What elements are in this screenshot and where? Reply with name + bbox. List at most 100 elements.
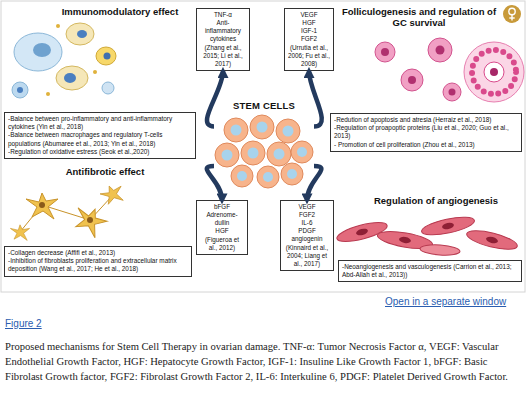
female-symbol-part xyxy=(509,17,514,18)
immune-cells-illustration-part xyxy=(102,82,114,94)
cytokine-box: VEGF HGF IGF-1 FGF2(Urrutia et al., 2006… xyxy=(284,8,334,71)
fibroblast-illustration-part xyxy=(87,217,93,223)
immune-cells-illustration-part xyxy=(46,92,50,96)
effect-text-box: -Neoangiogenesis and vasculogenesis (Car… xyxy=(338,260,522,282)
follicle-illustration xyxy=(375,38,524,102)
stem-cells-node: STEM CELLS xyxy=(214,100,314,188)
follicle-illustration-part xyxy=(428,38,452,62)
stem-cell-cluster-part xyxy=(283,126,294,137)
node-subtext: -Regulation of proapoptic proteins (Liu … xyxy=(334,124,518,140)
stem-cell-cluster-part xyxy=(267,142,291,166)
stem-cell-cluster-part xyxy=(276,119,300,143)
curved-arrow xyxy=(207,166,222,200)
effect-title: Regulation of angiogenesis xyxy=(356,195,516,206)
follicle-illustration-part xyxy=(490,68,498,76)
stem-cell-cluster-part xyxy=(231,125,242,136)
curved-arrow xyxy=(307,166,321,200)
follicle-illustration-part xyxy=(381,48,389,56)
follicle-illustration-part xyxy=(408,76,416,84)
immune-cells-illustration xyxy=(12,23,116,98)
curved-arrow xyxy=(207,71,223,126)
node-subtext: - Promotion of cell proliferation (Zhou … xyxy=(334,141,518,149)
node-subtext: (Urrutia et al., 2006; Fu et al., 2008) xyxy=(288,44,330,68)
stem-cell-cluster-part xyxy=(287,169,297,179)
immune-cells-illustration-part xyxy=(66,23,94,45)
fibroblast-illustration-part xyxy=(26,193,58,219)
stem-cell-cluster-part xyxy=(224,118,248,142)
stem-cell-cluster-part xyxy=(281,163,303,185)
cytokine-box: VEGF FGF2 IL-6 PDGF angiogenin(Kinnaird … xyxy=(280,200,334,271)
follicle-illustration-part xyxy=(472,50,516,94)
node-text: -Redution of apoptosis and atresia (Herr… xyxy=(334,116,518,124)
follicle-illustration-part xyxy=(443,83,461,101)
node-subtext: -Balance between macrophages and regulat… xyxy=(8,131,192,147)
stem-cell-cluster-part xyxy=(215,143,239,167)
stem-cell-cluster-part xyxy=(248,148,259,159)
node-text: bFGF Adrenome-dullin HGF xyxy=(200,203,244,235)
endothelial-cells-illustration-part xyxy=(335,219,389,246)
node-subtext: (Figueroa et al., 2012) xyxy=(200,236,244,252)
endothelial-cells-illustration xyxy=(335,214,519,257)
follicle-illustration-part xyxy=(464,42,524,102)
node-text: VEGF HGF IGF-1 FGF2 xyxy=(288,11,330,43)
stem-cell-cluster xyxy=(215,115,313,188)
figure-frame xyxy=(1,1,525,292)
follicle-illustration-part xyxy=(449,89,456,96)
follicle-illustration-part xyxy=(375,42,395,62)
figure-caption: Proposed mechanisms for Stem Cell Therap… xyxy=(5,339,521,384)
immune-cells-illustration-part xyxy=(96,47,116,65)
fibroblast-illustration-part xyxy=(99,182,126,207)
node-text: STEM CELLS xyxy=(214,100,314,111)
female-symbol-part xyxy=(503,5,521,23)
immune-cells-illustration-part xyxy=(56,24,60,28)
node-text: -Collagen decrease (Affifi et al., 2013) xyxy=(8,249,188,257)
immune-cells-illustration-part xyxy=(77,30,87,38)
immune-cells-illustration-part xyxy=(56,66,88,90)
immune-cells-illustration-part xyxy=(93,70,97,74)
stem-cell-cluster-part xyxy=(291,141,313,163)
immune-cells-illustration-part xyxy=(14,33,62,71)
node-text: VEGF FGF2 IL-6 PDGF angiogenin xyxy=(284,203,330,243)
stem-cell-cluster-part xyxy=(297,147,307,157)
node-subtext: (Kinnaird et al., 2004; Liang et al., 20… xyxy=(284,244,330,268)
immune-cells-illustration-part xyxy=(12,82,28,98)
immune-cells-illustration-part xyxy=(17,87,23,93)
endothelial-cells-illustration-part xyxy=(465,227,519,253)
node-text: -Neoangiogenesis and vasculogenesis (Car… xyxy=(342,263,518,279)
endothelial-cells-illustration-part xyxy=(442,222,455,230)
stem-cell-cluster-part xyxy=(222,150,233,161)
follicle-illustration-part xyxy=(484,62,504,82)
follicle-illustration-part xyxy=(436,46,445,55)
stem-cell-cluster-part xyxy=(250,115,274,139)
effect-title: Folliculogenesis and regulation of GC su… xyxy=(338,6,500,29)
stem-cell-cluster-part xyxy=(241,141,265,165)
follicle-illustration-part xyxy=(401,69,423,91)
effect-text-box: -Redution of apoptosis and atresia (Herr… xyxy=(330,113,522,152)
node-text: TNF-α Anti-inflammatory cytokines xyxy=(200,11,246,43)
endothelial-cells-illustration-part xyxy=(485,236,498,245)
figure-link: Figure 2 xyxy=(5,318,85,329)
node-subtext: -Inhibition of fibroblasts proliferation… xyxy=(8,257,188,273)
effect-text-box: -Balance between pro-inflammatory and an… xyxy=(4,112,196,159)
stem-cell-cluster-part xyxy=(263,172,273,182)
stem-cell-cluster-part xyxy=(257,122,268,133)
effect-title: Antifibrotic effect xyxy=(40,166,170,177)
endothelial-cells-illustration-part xyxy=(355,228,368,237)
node-text: -Balance between pro-inflammatory and an… xyxy=(8,115,192,131)
immune-cells-illustration-part xyxy=(33,43,51,57)
fibroblast-illustration-part xyxy=(39,202,45,208)
endothelial-cells-illustration-part xyxy=(399,236,412,244)
stem-cell-cluster-part xyxy=(231,165,253,187)
cytokine-box: bFGF Adrenome-dullin HGF(Figueroa et al.… xyxy=(196,200,248,255)
fibroblast-illustration xyxy=(10,182,125,240)
stem-cell-cluster-part xyxy=(257,166,279,188)
cytokine-box: TNF-α Anti-inflammatory cytokines(Zhang … xyxy=(196,8,250,71)
fibroblast-illustration-part xyxy=(70,202,110,239)
endothelial-cells-illustration-part xyxy=(420,244,461,257)
stem-cell-cluster-part xyxy=(274,149,285,160)
immune-cells-illustration-part xyxy=(104,53,111,60)
female-symbol-part xyxy=(509,8,515,14)
